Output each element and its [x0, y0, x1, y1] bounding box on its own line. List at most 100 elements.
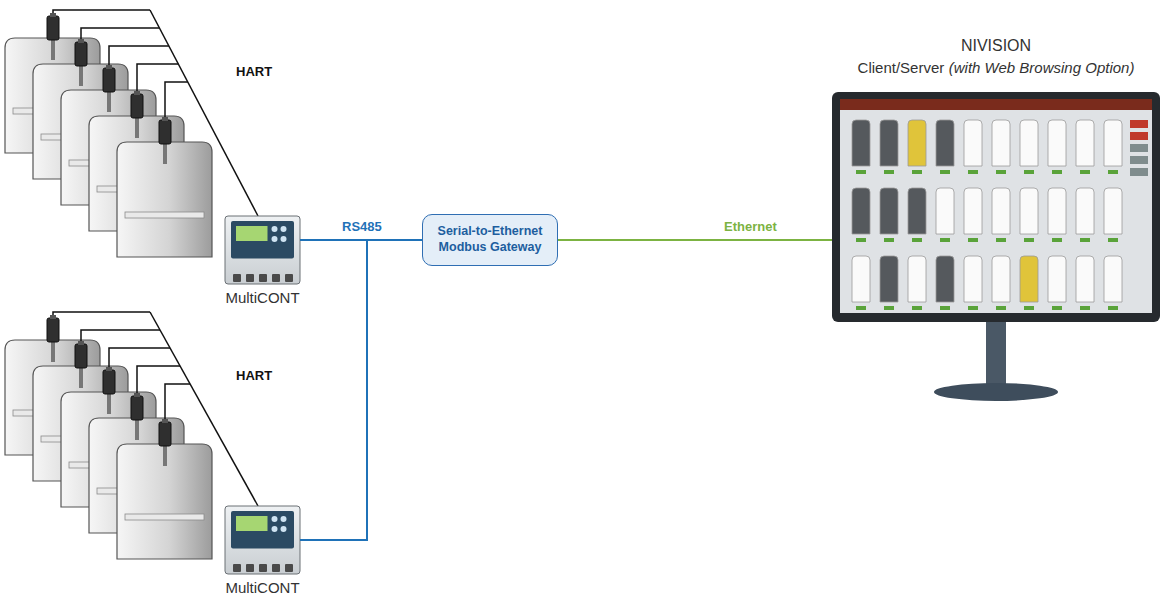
- screen-tank-icon: [1076, 256, 1094, 302]
- sensor-rod: [107, 392, 111, 414]
- hart-wire: [109, 46, 169, 65]
- sensor-body: [75, 344, 87, 368]
- screen-status-dot: [1080, 170, 1090, 174]
- sensor-rod: [163, 142, 167, 164]
- screen-status-dot: [884, 306, 894, 310]
- screen-tank-icon: [1048, 256, 1066, 302]
- device-body: [225, 506, 300, 574]
- sensor-rod: [51, 38, 55, 60]
- screen-tank-icon: [908, 120, 926, 166]
- screen-tank-icon: [992, 120, 1010, 166]
- sensor-rod: [79, 366, 83, 388]
- cable-gland: [259, 564, 267, 572]
- screen-tank-icon: [852, 120, 870, 166]
- screen-tank-icon: [1020, 120, 1038, 166]
- screen-status-dot: [1024, 306, 1034, 310]
- screen-status-dot: [940, 170, 950, 174]
- device-button: [272, 516, 278, 522]
- monitor: [832, 92, 1160, 401]
- tank-group: [5, 10, 258, 257]
- sensor-gland: [162, 419, 168, 423]
- hart-wire: [109, 348, 170, 367]
- monitor-screen: [840, 99, 1152, 313]
- sensor-gland: [134, 393, 140, 397]
- screen-tank-icon: [852, 256, 870, 302]
- screen-status-dot: [912, 238, 922, 242]
- multicont-device: [225, 506, 300, 574]
- hart-wire: [81, 330, 160, 341]
- screen-tank-icon: [964, 188, 982, 234]
- device-button: [272, 526, 278, 532]
- screen-tank-icon: [880, 256, 898, 302]
- cable-gland: [285, 274, 293, 282]
- hart-wire: [165, 82, 188, 117]
- sensor-gland: [50, 13, 56, 17]
- sensor-rod: [135, 418, 139, 440]
- screen-status-dot: [968, 170, 978, 174]
- controller-node: MultiCONT: [225, 506, 300, 574]
- screen-status-dot: [912, 170, 922, 174]
- screen-status-dot: [968, 306, 978, 310]
- screen-tank-icon: [964, 256, 982, 302]
- screen-status-dot: [1052, 238, 1062, 242]
- screen-tank-icon: [1048, 188, 1066, 234]
- cable-gland: [272, 274, 280, 282]
- sensor-rod: [163, 444, 167, 466]
- screen-status-dot: [912, 306, 922, 310]
- protocol-label: HART: [236, 368, 272, 383]
- screen-tank-icon: [992, 256, 1010, 302]
- screen-tank-icon: [908, 256, 926, 302]
- cable-gland: [272, 564, 280, 572]
- device-body: [225, 216, 300, 284]
- ethernet-link: [558, 239, 832, 241]
- sensor-body: [159, 422, 171, 446]
- sensor-rod: [107, 90, 111, 112]
- screen-status-dot: [1024, 238, 1034, 242]
- device-button: [281, 236, 287, 242]
- device-screen: [236, 226, 268, 241]
- device-button: [281, 226, 287, 232]
- screen-tank-icon: [908, 188, 926, 234]
- app-subtitle: (with Web Browsing Option): [949, 59, 1135, 76]
- sensor-body: [103, 370, 115, 394]
- screen-status-dot: [884, 238, 894, 242]
- device-screen: [236, 516, 268, 531]
- sensor-body: [103, 68, 115, 92]
- gateway-label: Serial-to-Ethernet Modbus Gateway: [431, 224, 549, 255]
- device-button: [281, 516, 287, 522]
- screen-status-dot: [1080, 306, 1090, 310]
- screen-header: [840, 99, 1152, 110]
- screen-status-dot: [1052, 306, 1062, 310]
- screen-button: [1130, 168, 1148, 176]
- hart-wire: [165, 384, 190, 419]
- cable-gland: [285, 564, 293, 572]
- monitor-neck: [986, 322, 1006, 384]
- hart-wire: [81, 28, 159, 39]
- screen-status-dot: [968, 238, 978, 242]
- screen-tank-icon: [880, 188, 898, 234]
- screen-status-dot: [1024, 170, 1034, 174]
- device-panel: [231, 221, 294, 258]
- cable-gland: [233, 564, 241, 572]
- screen-status-dot: [1108, 306, 1118, 310]
- sensor-gland: [134, 91, 140, 95]
- hart-trunk: [150, 10, 258, 216]
- device-button: [281, 526, 287, 532]
- sensor-gland: [106, 367, 112, 371]
- controller-node: MultiCONT: [225, 216, 300, 284]
- screen-tank-icon: [1104, 120, 1122, 166]
- screen-button: [1130, 120, 1148, 128]
- device-button: [272, 236, 278, 242]
- hart-wire: [53, 10, 150, 13]
- screen-tank-icon: [1104, 256, 1122, 302]
- device-label: MultiCONT: [225, 579, 299, 596]
- cable-gland: [233, 274, 241, 282]
- cable-gland: [246, 564, 254, 572]
- sensor-gland: [78, 341, 84, 345]
- screen-button: [1130, 144, 1148, 152]
- link-label: Ethernet: [724, 219, 777, 234]
- screen-tank-icon: [936, 256, 954, 302]
- screen-tank-icon: [1048, 120, 1066, 166]
